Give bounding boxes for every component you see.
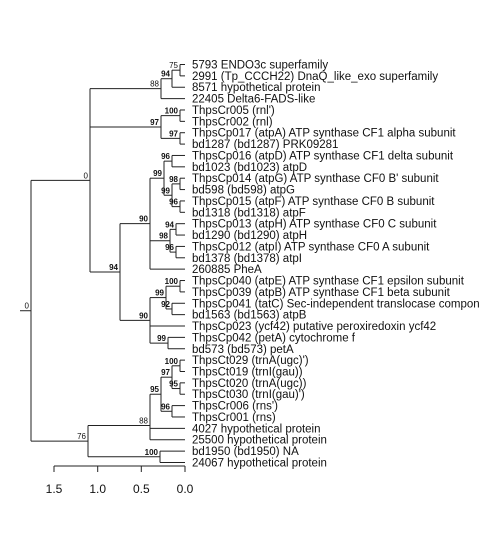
taxon-label: ThpsCr002 (rnl) [192, 116, 273, 128]
taxon-label: ThpsCp012 (atpI) ATP synthase CF0 A subu… [192, 241, 430, 253]
support-value: 95 [169, 380, 178, 389]
taxon-label: ThpsCt020 (trnA(ugc)) [192, 378, 307, 390]
taxon-label: bd1318 (bd1318) atpF [192, 207, 306, 219]
taxon-label: bd1950 (bd1950) NA [192, 446, 299, 458]
taxon-label: ThpsCp016 (atpD) ATP synthase CF1 delta … [192, 150, 454, 162]
taxon-label: ThpsCp042 (petA) cytochrome f [192, 332, 356, 344]
support-value: 76 [77, 432, 86, 441]
taxon-label: bd1023 (bd1023) atpD [192, 162, 307, 174]
scale-tick-label: 1.5 [46, 482, 63, 496]
taxon-label: ThpsCt030 (trnI(gau)') [192, 389, 305, 401]
taxon-label: ThpsCr006 (rns') [192, 401, 278, 413]
support-value: 90 [139, 311, 148, 320]
support-value: 92 [161, 300, 170, 309]
support-value: 100 [165, 107, 179, 116]
taxon-label: 25500 hypothetical protein [192, 435, 327, 447]
scale-tick-label: 0.0 [177, 482, 194, 496]
support-value: 96 [165, 243, 174, 252]
taxon-label: ThpsCp039 (atpB) ATP synthase CF1 beta s… [192, 287, 451, 299]
support-value: 88 [139, 416, 148, 425]
taxon-label: ThpsCr005 (rnl') [192, 105, 275, 117]
taxon-label: ThpsCp040 (atpE) ATP synthase CF1 epsilo… [192, 276, 465, 288]
taxon-label: ThpsCp014 (atpG) ATP synthase CF0 B' sub… [192, 173, 439, 185]
support-value: 97 [161, 368, 170, 377]
taxon-label: bd1563 (bd1563) atpB [192, 310, 307, 322]
support-value: 94 [165, 220, 174, 229]
taxon-label: bd573 (bd573) petA [192, 344, 294, 356]
scale-tick-label: 0.5 [133, 482, 150, 496]
support-value: 98 [169, 175, 178, 184]
support-value: 100 [145, 448, 159, 457]
taxon-label: bd1290 (bd1290) atpH [192, 230, 307, 242]
taxon-label: 260885 PheA [192, 264, 262, 276]
taxon-label: 4027 hypothetical protein [192, 423, 321, 435]
taxon-label: ThpsCp017 (atpA) ATP synthase CF1 alpha … [192, 128, 456, 140]
support-value: 75 [169, 61, 178, 70]
support-value: 99 [153, 169, 162, 178]
tree-branches [20, 64, 185, 463]
taxon-label: ThpsCp013 (atpH) ATP synthase CF0 C subu… [192, 219, 437, 231]
taxon-label: 2991 (Tp_CCCH22) DnaQ_like_exo superfami… [192, 71, 438, 83]
taxon-label: ThpsCp041 (tatC) Sec-independent translo… [192, 298, 480, 310]
scale-tick-label: 1.0 [89, 482, 106, 496]
taxon-label: ThpsCt019 (trnI(gau)) [192, 366, 303, 378]
support-value: 94 [161, 70, 170, 79]
support-value: 96 [169, 198, 178, 207]
support-value: 100 [165, 357, 179, 366]
support-value: 94 [109, 263, 118, 272]
taxon-label: 24067 hypothetical protein [192, 457, 327, 469]
taxon-label: 8571 hypothetical protein [192, 82, 321, 94]
support-value: 96 [161, 152, 170, 161]
support-value: 95 [150, 385, 159, 394]
scale-bar: 1.5 1.0 0.5 0.0 [46, 465, 194, 496]
support-value: 88 [150, 80, 159, 89]
support-value: 98 [159, 232, 168, 241]
support-value: 96 [161, 402, 170, 411]
support-value: 99 [161, 186, 170, 195]
support-value: 0 [25, 302, 30, 311]
support-value: 100 [165, 277, 179, 286]
support-value: 0 [84, 171, 89, 180]
taxon-label: 22405 Delta6-FADS-like [192, 94, 315, 106]
taxon-label: bd1378 (bd1378) atpI [192, 253, 302, 265]
support-value: 99 [155, 289, 164, 298]
taxon-label: 5793 ENDO3c superfamily [192, 60, 328, 72]
taxon-label: ThpsCp023 (ycf42) putative peroxiredoxin… [192, 321, 436, 333]
taxon-label: ThpsCp015 (atpF) ATP synthase CF0 B subu… [192, 196, 435, 208]
support-value: 97 [169, 129, 178, 138]
taxon-label: bd598 (bd598) atpG [192, 185, 295, 197]
taxon-label: bd1287 (bd1287) PRK09281 [192, 139, 338, 151]
taxon-label: ThpsCr001 (rns) [192, 412, 276, 424]
support-value: 90 [139, 215, 148, 224]
support-values: 7594881009797969896999994969890100929999… [25, 61, 179, 457]
support-value: 97 [150, 118, 159, 127]
support-value: 99 [157, 334, 166, 343]
taxon-label: ThpsCt029 (trnA(ugc)') [192, 355, 309, 367]
